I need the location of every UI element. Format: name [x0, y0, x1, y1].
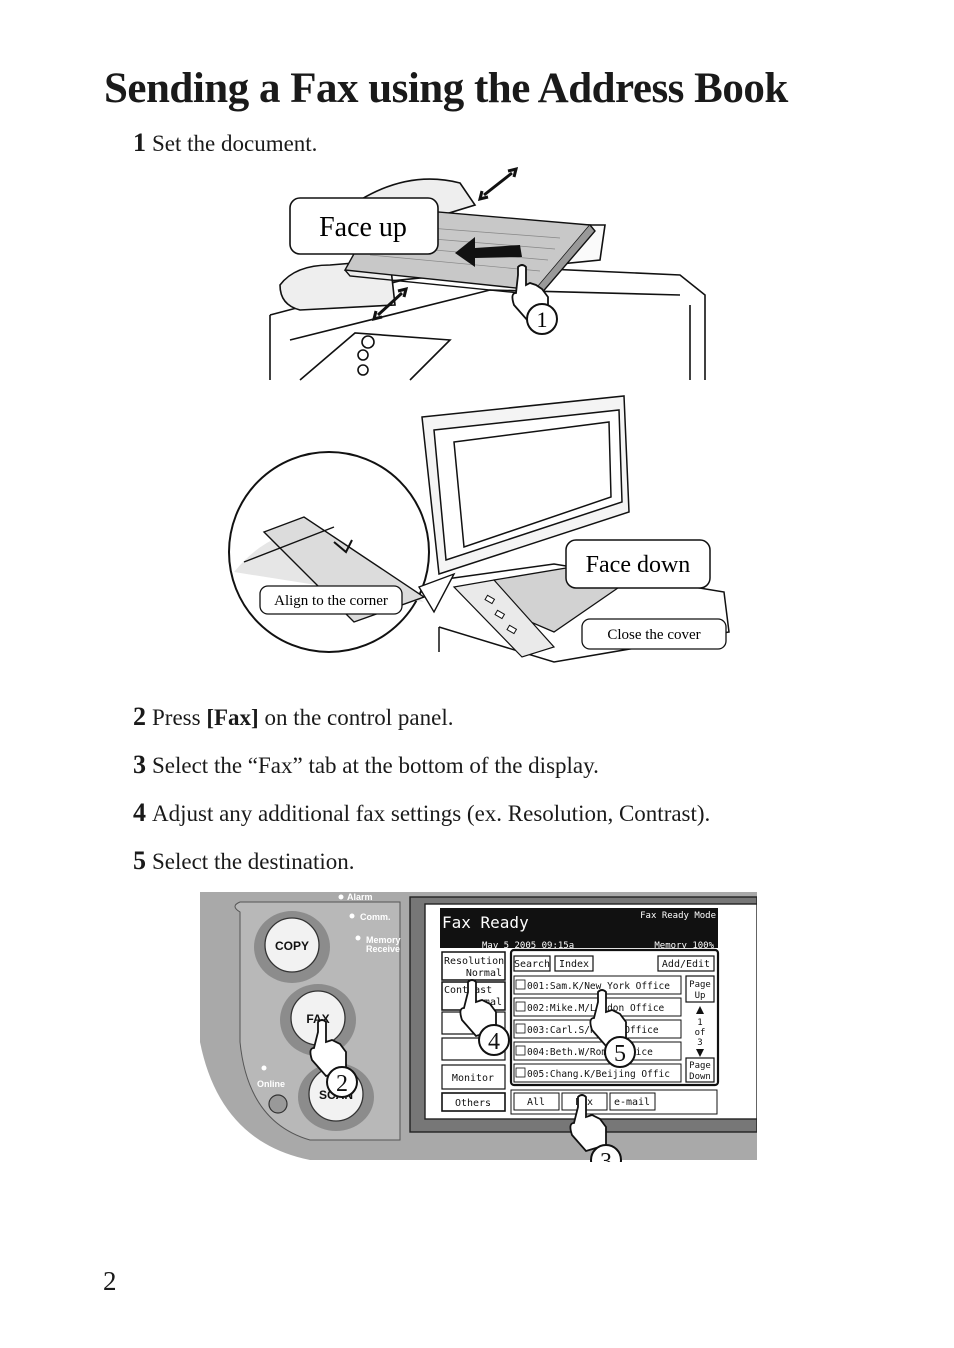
arrow-up-icon	[696, 1006, 704, 1014]
monitor-button-label: Monitor	[452, 1073, 494, 1084]
marker-3: 3	[600, 1149, 612, 1162]
face-up-label: Face up	[319, 212, 407, 243]
fax-key-label: [Fax]	[206, 705, 259, 730]
page-indicator: 1	[697, 1018, 702, 1028]
index-button-label: Index	[559, 959, 589, 970]
search-button[interactable]	[513, 955, 551, 972]
page-title: Sending a Fax using the Address Book	[104, 65, 788, 112]
step-number: 4	[133, 798, 146, 827]
memory-label: Memory	[366, 935, 401, 945]
step-number: 5	[133, 846, 146, 875]
marker-2: 2	[336, 1071, 348, 1097]
page-up-button[interactable]	[685, 975, 715, 1003]
svg-text:of: of	[695, 1028, 706, 1038]
tab-all[interactable]	[513, 1092, 560, 1111]
display-memory: Memory 100%	[654, 941, 714, 951]
display-date: May 5 2005 09:15a	[482, 941, 574, 951]
svg-text:Down: Down	[689, 1072, 711, 1082]
tab-all-label: All	[527, 1097, 545, 1108]
face-down-label: Face down	[586, 552, 691, 578]
step-text-pre: Press	[152, 705, 207, 730]
display-mode: Fax Ready Mode	[640, 911, 716, 921]
step-text: Set the document.	[152, 131, 318, 156]
resolution-value: Normal	[466, 968, 502, 979]
platen-glass-illustration: Align to the corner Face down Close the …	[228, 395, 730, 663]
arrow-down-icon	[696, 1049, 704, 1057]
destination-label: 004:Beth.W/Rome Office	[527, 1047, 653, 1058]
comm-label: Comm.	[360, 912, 391, 922]
step-number: 1	[133, 128, 146, 157]
destination-row[interactable]	[513, 1041, 682, 1061]
close-cover-label: Close the cover	[607, 627, 700, 643]
align-corner-label: Align to the corner	[274, 593, 388, 609]
page-number: 2	[103, 1266, 117, 1296]
display-title: Fax Ready	[442, 913, 529, 932]
svg-text:Up: Up	[695, 991, 706, 1001]
marker-4: 4	[488, 1029, 500, 1055]
pointer-hand-icons	[309, 979, 627, 1153]
step-number: 2	[133, 702, 146, 731]
document-feeder-illustration: 1 Face up	[269, 166, 706, 381]
add-edit-button[interactable]	[657, 955, 715, 972]
step-text-post: on the control panel.	[258, 705, 454, 730]
copy-button[interactable]	[264, 917, 320, 973]
destination-row[interactable]	[513, 1063, 682, 1083]
destination-label: 005:Chang.K/Beijing Offic	[527, 1069, 670, 1080]
tab-email-label: e-mail	[614, 1097, 650, 1108]
receive-label: Receive	[366, 944, 400, 954]
marker-1: 1	[537, 307, 548, 332]
copy-button-label: COPY	[275, 939, 309, 953]
destination-label: 001:Sam.K/New York Office	[527, 981, 670, 992]
resolution-button[interactable]	[441, 951, 506, 981]
control-panel-illustration: Alarm Comm. Memory Receive Online COPY F…	[200, 892, 757, 1162]
page-up-label: Page	[689, 980, 711, 990]
search-button-label: Search	[514, 959, 550, 970]
add-edit-button-label: Add/Edit	[662, 959, 710, 970]
page-down-button[interactable]	[685, 1057, 715, 1083]
svg-text:3: 3	[697, 1038, 702, 1048]
step-text: Adjust any additional fax settings (ex. …	[152, 801, 711, 826]
tab-email[interactable]	[609, 1092, 656, 1111]
others-button-label: Others	[455, 1098, 491, 1109]
alarm-label: Alarm	[347, 892, 373, 902]
page-down-label: Page	[689, 1061, 711, 1071]
monitor-button[interactable]	[441, 1064, 506, 1090]
step-text: Select the “Fax” tab at the bottom of th…	[152, 753, 599, 778]
online-label: Online	[257, 1079, 285, 1089]
step-text: Select the destination.	[152, 849, 355, 874]
others-button[interactable]	[441, 1092, 506, 1112]
marker-5: 5	[614, 1041, 626, 1067]
index-button[interactable]	[554, 955, 594, 972]
resolution-button-label: Resolution	[444, 956, 504, 967]
step-number: 3	[133, 750, 146, 779]
